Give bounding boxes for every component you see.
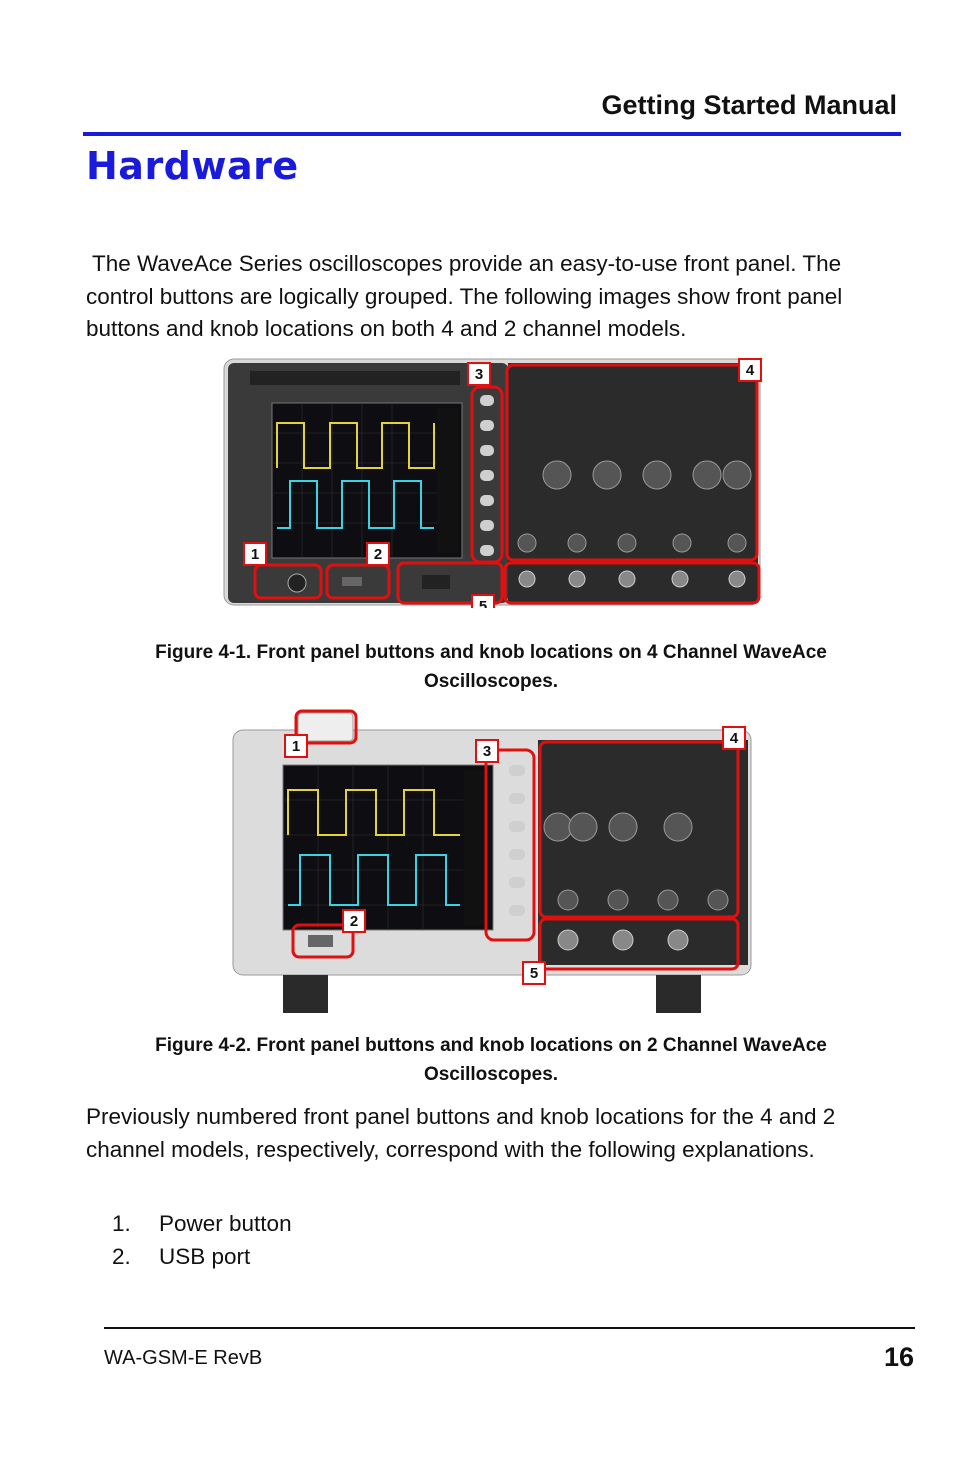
- svg-text:3: 3: [483, 743, 491, 760]
- svg-text:4: 4: [746, 362, 755, 379]
- svg-text:3: 3: [475, 366, 483, 383]
- list-text: Power button: [159, 1211, 292, 1236]
- figure-4ch-oscilloscope: 1 2 3 4 5: [223, 358, 762, 608]
- figure-2ch-oscilloscope: 1 2 3 4 5: [232, 709, 752, 1013]
- section-title: Hardware: [86, 144, 299, 188]
- list-number: 1.: [112, 1211, 131, 1236]
- footer-doc-id: WA-GSM-E RevB: [104, 1347, 263, 1369]
- header-divider: [83, 132, 901, 136]
- figure-1-caption: Figure 4-1. Front panel buttons and knob…: [86, 638, 896, 696]
- svg-text:1: 1: [251, 546, 259, 563]
- svg-text:5: 5: [530, 965, 538, 982]
- explanation-paragraph: Previously numbered front panel buttons …: [86, 1104, 836, 1162]
- list-text: USB port: [159, 1244, 251, 1269]
- figure-2-caption: Figure 4-2. Front panel buttons and knob…: [86, 1031, 896, 1089]
- svg-text:5: 5: [479, 598, 487, 608]
- page-number: 16: [883, 1342, 914, 1372]
- numbered-list: 1. Power button 2. USB port: [112, 1207, 292, 1273]
- svg-text:2: 2: [350, 913, 358, 930]
- intro-paragraph: The WaveAce Series oscilloscopes provide…: [86, 251, 843, 341]
- list-number: 2.: [112, 1244, 131, 1269]
- svg-text:2: 2: [374, 546, 382, 563]
- caption-line: Oscilloscopes.: [423, 671, 559, 692]
- caption-line: Figure 4-1. Front panel buttons and knob…: [155, 642, 827, 663]
- header-title: Getting Started Manual: [601, 90, 897, 120]
- svg-text:4: 4: [730, 730, 739, 747]
- caption-line: Figure 4-2. Front panel buttons and knob…: [155, 1035, 827, 1056]
- caption-line: Oscilloscopes.: [423, 1064, 559, 1085]
- list-item: 2. USB port: [112, 1240, 292, 1273]
- footer-divider: [104, 1327, 915, 1329]
- list-item: 1. Power button: [112, 1207, 292, 1240]
- svg-text:1: 1: [292, 738, 300, 755]
